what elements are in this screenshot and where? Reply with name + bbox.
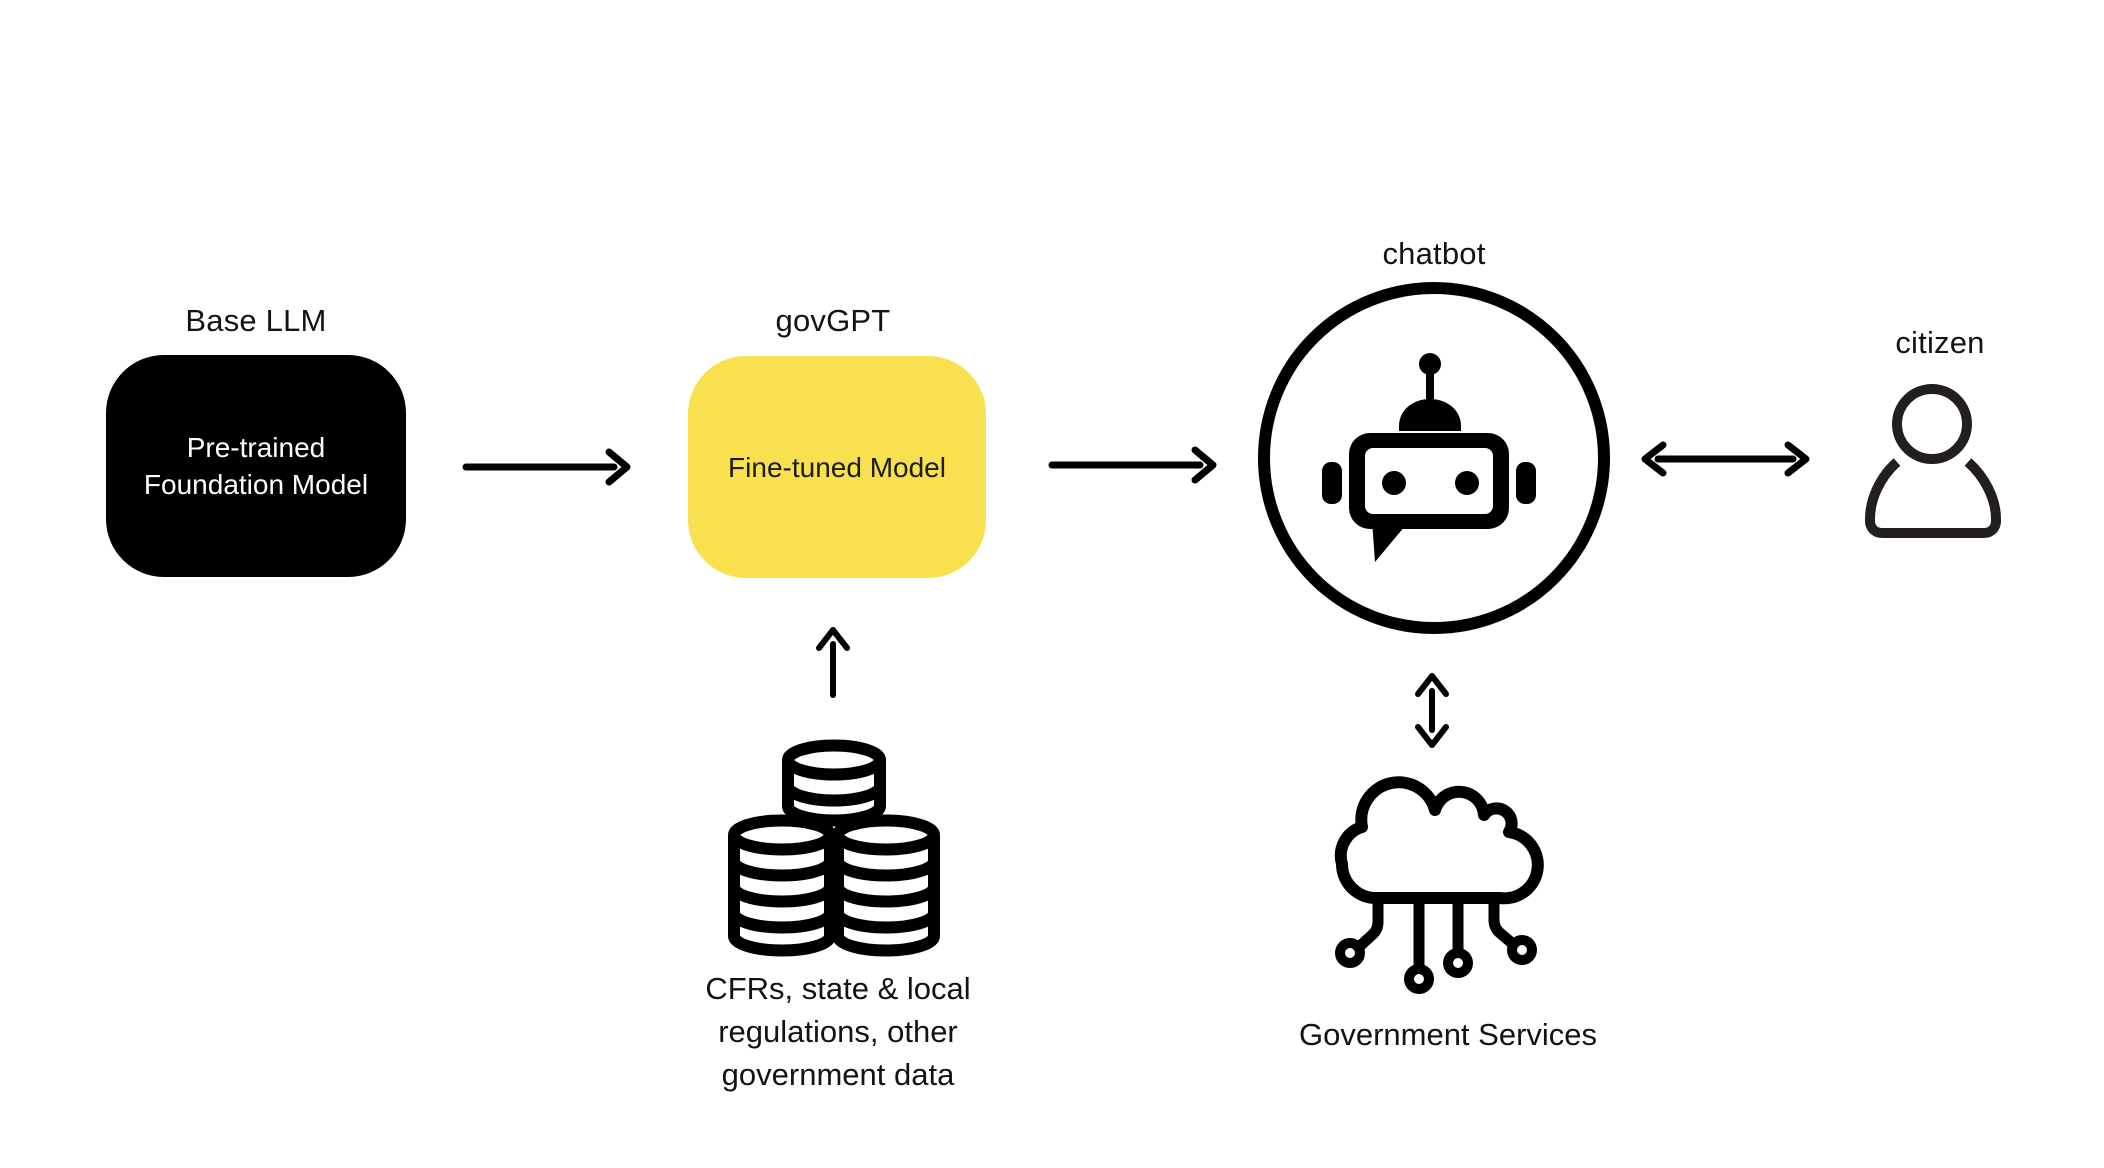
citizen-label: citizen [1895, 325, 1985, 360]
govgpt-label: govGPT [775, 303, 891, 338]
base-llm-box-text: Pre-trained Foundation Model [144, 429, 368, 503]
person-icon [1865, 384, 2001, 538]
base-llm-label: Base LLM [185, 303, 327, 338]
database-icon [728, 739, 940, 957]
training-data-caption-line2: regulations, other [718, 1014, 958, 1049]
chatbot-label: chatbot [1382, 236, 1486, 271]
govgpt-box-text: Fine-tuned Model [728, 451, 946, 483]
base-llm-box-line1: Pre-trained [186, 432, 326, 463]
arrow-chatbot-services-icon [1415, 673, 1449, 748]
training-data-caption-line1: CFRs, state & local [705, 971, 971, 1006]
arrow-chatbot-citizen-icon [1641, 441, 1810, 477]
arrow-base-to-govgpt-icon [462, 448, 631, 486]
training-data-caption: CFRs, state & local regulations, other g… [638, 967, 1038, 1096]
arrow-data-to-govgpt-icon [816, 627, 850, 698]
database-right-stack [832, 814, 940, 957]
government-services-caption: Government Services [1298, 1017, 1598, 1052]
database-top-stack [782, 739, 886, 827]
base-llm-box: Pre-trained Foundation Model [106, 355, 406, 577]
robot-icon [1258, 282, 1610, 634]
database-left-stack [728, 814, 836, 957]
govgpt-box: Fine-tuned Model [688, 356, 986, 578]
training-data-caption-line3: government data [721, 1057, 955, 1092]
base-llm-box-line2: Foundation Model [143, 469, 369, 500]
arrow-govgpt-to-chatbot-icon [1048, 446, 1217, 484]
cloud-circuit-icon [1334, 776, 1544, 994]
